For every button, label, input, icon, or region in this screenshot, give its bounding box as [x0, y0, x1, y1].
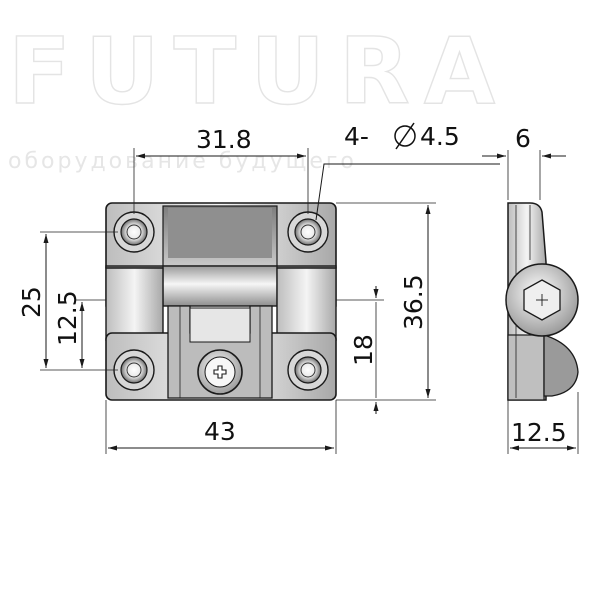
- dim-axis-offset: 12.5: [53, 290, 82, 346]
- dim-total-height: 36.5: [399, 274, 428, 330]
- dim-holes-count: 4-: [344, 122, 369, 151]
- hinge-front-view: [105, 202, 337, 401]
- mounting-hole-top-right: [287, 211, 329, 253]
- left-knuckle: [105, 267, 164, 341]
- mounting-hole-bottom-left: [113, 349, 155, 391]
- mounting-hole-top-left: [113, 211, 155, 253]
- dim-depth: 6: [515, 124, 531, 153]
- dimension-lines: [40, 148, 579, 454]
- diameter-symbol-icon: [394, 122, 416, 150]
- mounting-hole-bottom-right: [287, 349, 329, 391]
- right-knuckle: [276, 267, 337, 341]
- hinge-side-view: [505, 202, 579, 401]
- dim-lower-leaf-height: 18: [349, 334, 378, 366]
- torque-screw: [197, 349, 243, 395]
- dim-hole-pitch-height: 25: [17, 286, 46, 318]
- dim-hole-diameter: 4.5: [420, 122, 460, 151]
- dim-total-width: 43: [204, 417, 236, 446]
- dim-pitch-width: 31.8: [196, 125, 252, 154]
- watermark-tagline: оборудование будущего: [8, 149, 357, 174]
- dim-side-width: 12.5: [511, 418, 567, 447]
- watermark-brand: FUTURA: [8, 18, 509, 125]
